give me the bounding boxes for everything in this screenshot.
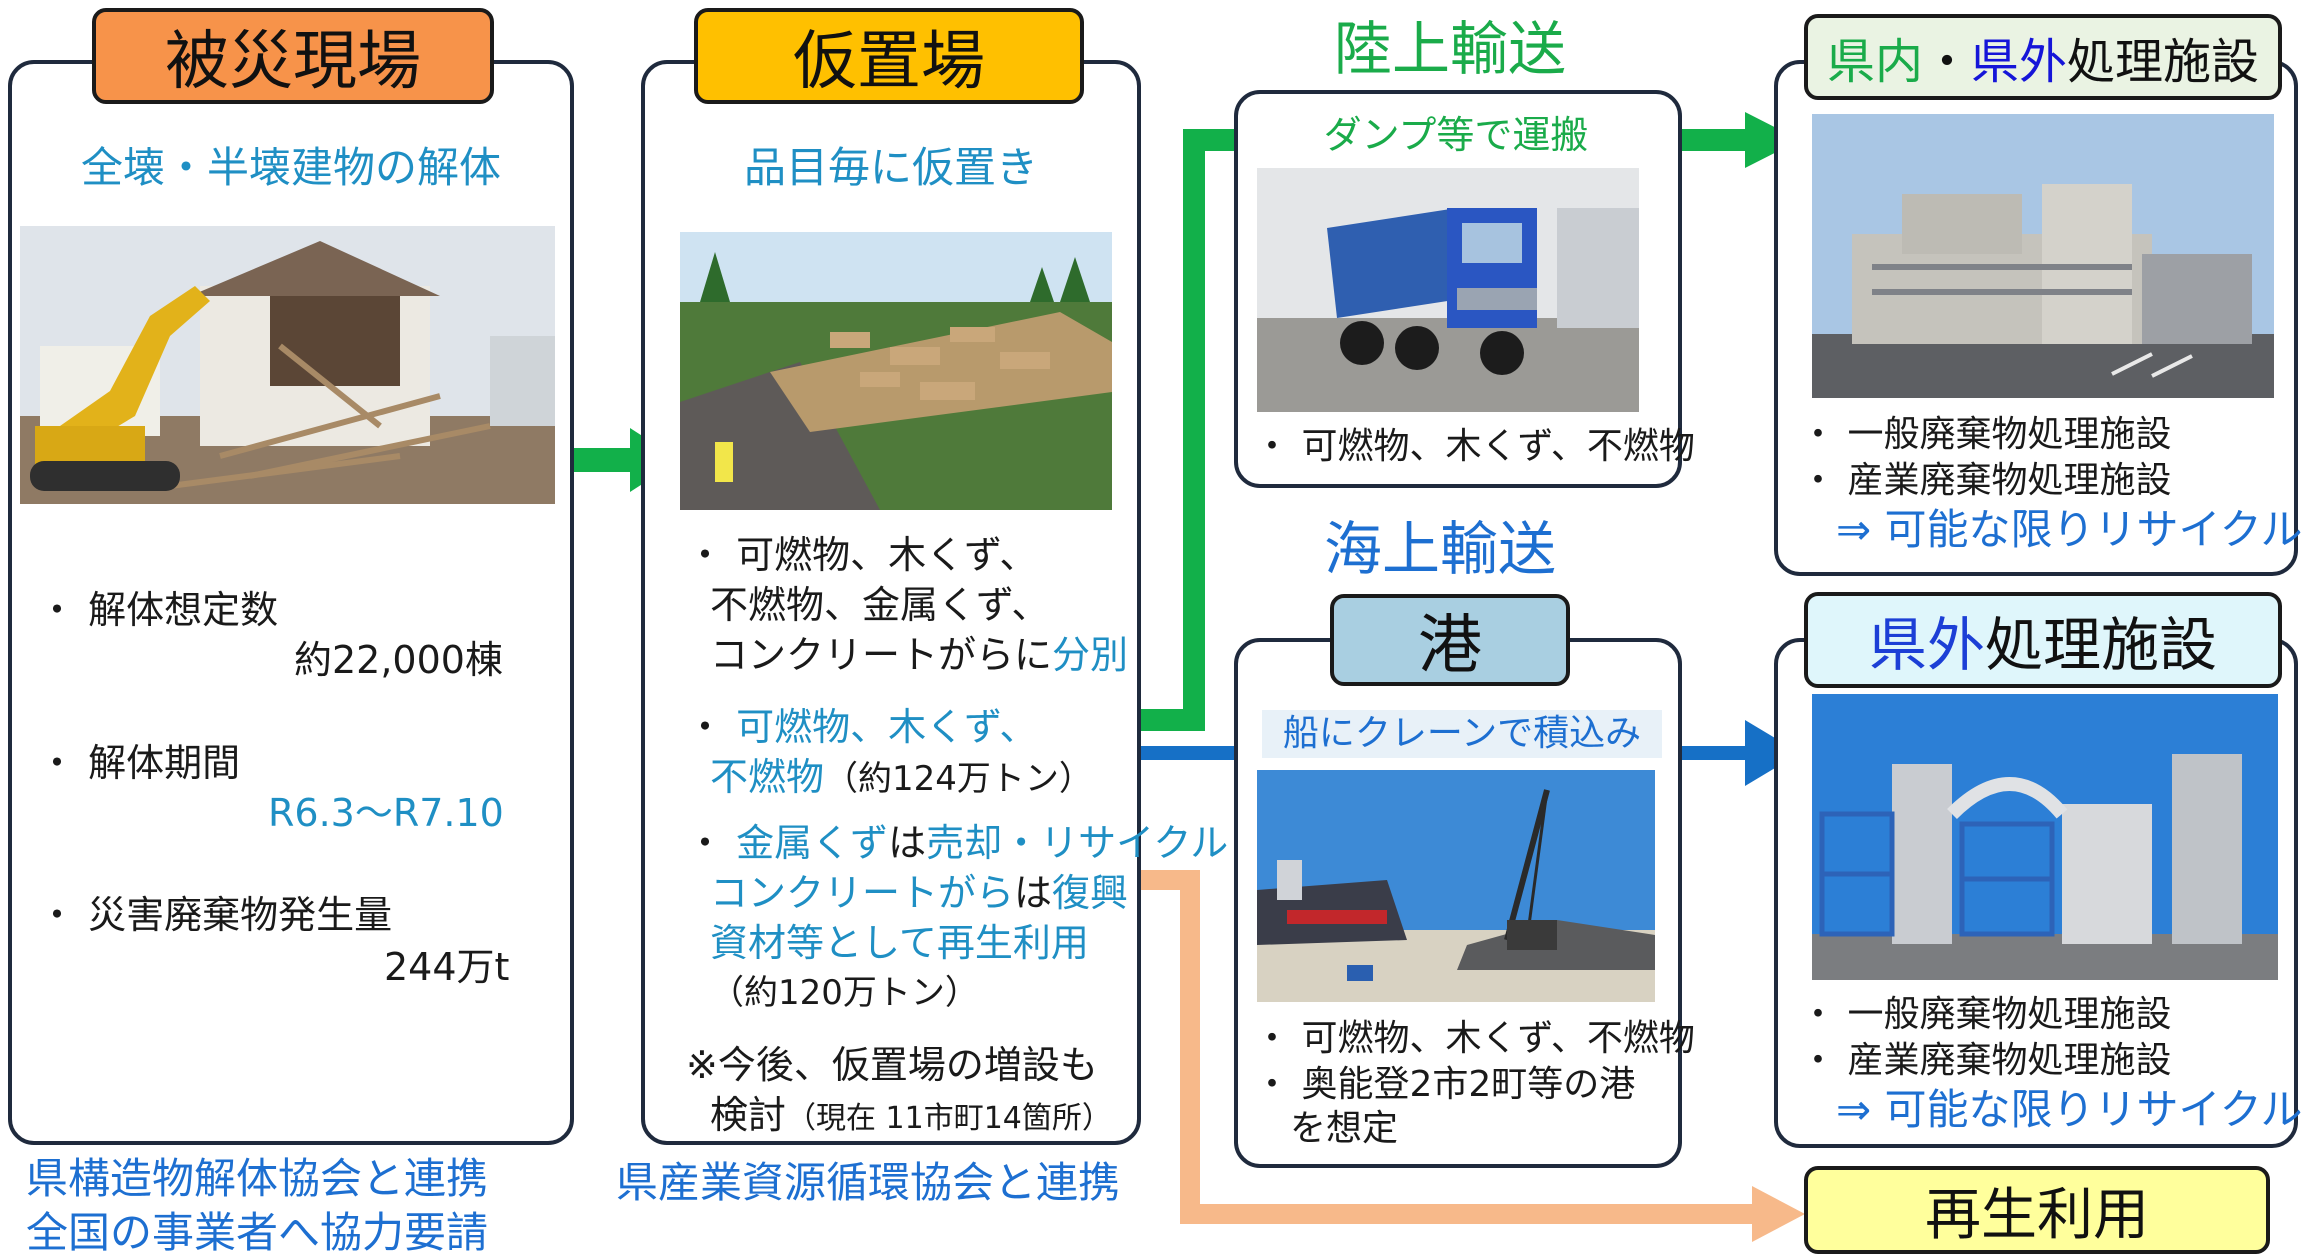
dump-truck-photo — [1257, 168, 1639, 412]
temp-bullet3-line2: コンクリートがらは復興 — [710, 868, 1128, 918]
sea-transport-label: 船にクレーンで積込み — [1262, 710, 1662, 758]
temp-site-subtitle: 品目毎に仮置き — [743, 143, 1038, 192]
waste-amount-label: ・ 災害廃棄物発生量 — [38, 893, 393, 937]
reuse-title: 再生利用 — [1925, 1182, 2149, 1248]
temp-note-line2: 検討（現在 11市町14箇所） — [710, 1090, 1112, 1144]
facility-out-title-a: 県外 — [1868, 611, 1985, 679]
waste-amount-value: 244万t — [384, 945, 510, 989]
temp-bullet1-sort: 分別 — [1052, 633, 1129, 677]
demolition-photo — [20, 226, 555, 504]
facility-in-tag: 県内・県外処理施設 — [1804, 14, 2282, 100]
facility-out-title-b: 処理施設 — [1985, 611, 2218, 679]
disaster-site-title: 被災現場 — [165, 25, 421, 99]
temp-bullet3-dot: ・ — [686, 821, 737, 865]
facility-in-title-d: 処理施設 — [2067, 34, 2260, 90]
land-transport-label: ダンプ等で運搬 — [1306, 110, 1606, 160]
land-transport-item: ・ 可燃物、木くず、不燃物 — [1254, 426, 1695, 467]
temp-site-title: 仮置場 — [793, 25, 985, 99]
facility-in-item1: ・ 一般廃棄物処理施設 — [1800, 414, 2172, 455]
temp-site-footer: 県産業資源循環協会と連携 — [616, 1158, 1121, 1207]
land-transport-heading: 陸上輸送 — [1333, 15, 1566, 83]
temp-bullet2-items: 可燃物、木くず、 — [736, 705, 1038, 749]
facility-in-title-b: ・ — [1922, 34, 1971, 90]
temp-bullet1-line3a: コンクリートがらに — [710, 633, 1053, 677]
facility-in-item2: ・ 産業廃棄物処理施設 — [1800, 460, 2172, 501]
disaster-site-tag: 被災現場 — [92, 8, 494, 104]
port-tag: 港 — [1330, 594, 1570, 686]
sea-transport-item2b: を想定 — [1290, 1108, 1399, 1149]
facility-out-item2: ・ 産業廃棄物処理施設 — [1800, 1040, 2172, 1081]
demolition-period-value: R6.3～R7.10 — [268, 791, 504, 835]
temp-note-consider: 検討 — [710, 1093, 787, 1137]
temp-bullet1-line3: コンクリートがらに分別 — [710, 630, 1128, 680]
port-crane-photo — [1257, 770, 1655, 1002]
demolition-count-value: 約22,000棟 — [294, 638, 503, 682]
facility-in-recycle: ⇒ 可能な限りリサイクル — [1836, 505, 2303, 554]
facility-out-item1: ・ 一般廃棄物処理施設 — [1800, 994, 2172, 1035]
temp-site-photo — [680, 232, 1112, 510]
demolition-count-label: ・ 解体想定数 — [38, 588, 279, 632]
temp-bullet1-line2: 不燃物、金属くず、 — [710, 583, 1050, 627]
disaster-site-subtitle: 全壊・半壊建物の解体 — [80, 143, 501, 192]
temp-bullet3-metal: 金属くず — [736, 821, 889, 865]
temp-bullet3-concrete: コンクリートがら — [710, 871, 1015, 915]
reuse-tag: 再生利用 — [1804, 1166, 2270, 1254]
temp-bullet3-sale: 売却・リサイクル — [926, 821, 1229, 865]
temp-bullet2-line2: 不燃物（約124万トン） — [710, 752, 1093, 804]
sea-transport-heading: 海上輸送 — [1323, 515, 1556, 583]
facility-out-photo — [1812, 694, 2278, 980]
temp-bullet3-line4: （約120万トン） — [710, 973, 979, 1013]
arrow-reuse — [1122, 870, 1805, 1242]
sea-transport-item2a: ・ 奥能登2市2町等の港 — [1254, 1064, 1636, 1105]
facility-out-tag: 県外 処理施設 — [1804, 592, 2282, 688]
temp-bullet3-ha2: は — [1014, 871, 1053, 915]
demolition-period-label: ・ 解体期間 — [38, 741, 241, 785]
temp-bullet2-dot: ・ — [686, 705, 737, 749]
port-tag-label: 港 — [1418, 609, 1482, 683]
facility-out-recycle: ⇒ 可能な限りリサイクル — [1836, 1085, 2303, 1134]
temp-bullet3-line1: ・ 金属くずは売却・リサイクル — [686, 818, 1228, 868]
temp-note-line1: ※今後、仮置場の増設も — [686, 1043, 1098, 1087]
temp-bullet2-noncombustible: 不燃物 — [710, 755, 825, 799]
temp-bullet2-amount: （約124万トン） — [824, 759, 1093, 799]
disaster-site-footer-2: 全国の事業者へ協力要請 — [26, 1208, 489, 1257]
temp-bullet3-line3: 資材等として再生利用 — [710, 921, 1089, 965]
temp-bullet2-line1: ・ 可燃物、木くず、 — [686, 702, 1037, 752]
temp-bullet1-line1: ・ 可燃物、木くず、 — [686, 533, 1038, 577]
temp-note-current: （現在 11市町14箇所） — [786, 1101, 1112, 1136]
temp-bullet3-recovery: 復興 — [1052, 871, 1129, 915]
facility-in-photo — [1812, 114, 2274, 398]
facility-in-title-c: 県外 — [1971, 34, 2068, 90]
disaster-site-footer-1: 県構造物解体協会と連携 — [26, 1154, 489, 1203]
facility-in-title-a: 県内 — [1826, 34, 1923, 90]
sea-transport-item1: ・ 可燃物、木くず、不燃物 — [1254, 1018, 1695, 1059]
temp-bullet3-ha1: は — [888, 821, 927, 865]
temp-site-tag: 仮置場 — [694, 8, 1084, 104]
